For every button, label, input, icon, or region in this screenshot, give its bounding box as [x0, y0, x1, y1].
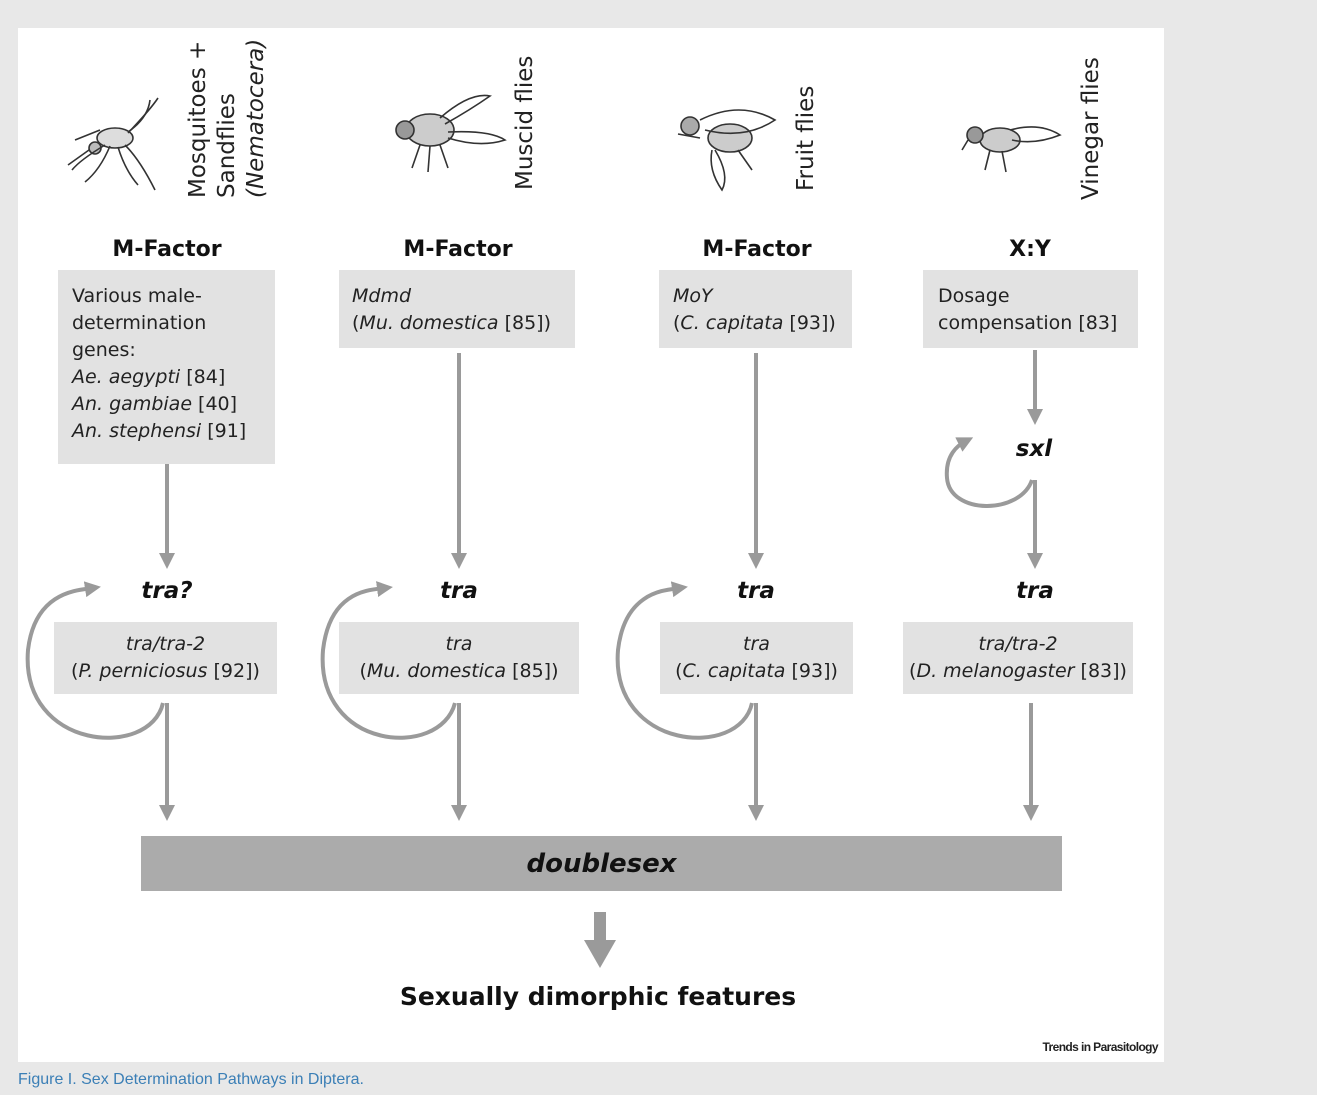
group-label-3: Fruit flies [792, 85, 821, 191]
text-segment: ( [359, 660, 367, 682]
text-segment: Dosage [938, 285, 1010, 307]
text-segment: [92]) [207, 660, 260, 682]
species-or-gene-name: P. perniciosus [78, 660, 208, 682]
box-line: tra/tra-2 [54, 631, 277, 658]
gene-box-2: tra (Mu. domestica [85]) [339, 622, 579, 694]
text-segment: genes: [72, 339, 136, 361]
text-segment: ( [675, 660, 683, 682]
text-segment: [85]) [506, 660, 559, 682]
species-or-gene-name: tra [445, 633, 473, 655]
group-label-line: Muscid flies [512, 55, 538, 190]
group-label-line: Vinegar flies [1078, 57, 1104, 200]
vinegar-fly-icon [961, 126, 1062, 173]
text-segment: [40] [192, 393, 238, 415]
factor-heading-4: X:Y [1009, 237, 1051, 262]
housefly-icon [395, 94, 507, 173]
group-label-line: Mosquitoes + [185, 40, 211, 198]
species-or-gene-name: An. stephensi [72, 420, 202, 442]
box-line: An. stephensi [91] [72, 418, 275, 445]
box-line: Mdmd [352, 283, 575, 310]
arrow-dsx-to-outcome [584, 912, 616, 968]
trigger-box-1: Various male-determination genes: Ae. aegy… [58, 270, 275, 464]
box-line: MoY [673, 283, 852, 310]
box-line: tra/tra-2 [903, 631, 1133, 658]
box-line: (Mu. domestica [85]) [339, 658, 579, 685]
factor-heading-1: M-Factor [112, 237, 222, 262]
box-line: An. gambiae [40] [72, 391, 275, 418]
text-segment: ( [71, 660, 79, 682]
text-segment: [84] [180, 366, 226, 388]
species-or-gene-name: Mdmd [352, 285, 412, 307]
factor-heading-3: M-Factor [702, 237, 812, 262]
text-segment: [85]) [498, 312, 552, 334]
gene-box-4: tra/tra-2 (D. melanogaster [83]) [903, 622, 1133, 694]
text-segment: ( [352, 312, 360, 334]
box-line: (Mu. domestica [85]) [352, 310, 575, 337]
box-line: Dosage [938, 283, 1138, 310]
mosquito-icon [67, 97, 159, 191]
box-line: (C. capitata [93]) [660, 658, 853, 685]
gene-label-4: tra [1016, 578, 1054, 604]
gene-label-3: tra [737, 578, 775, 604]
species-or-gene-name: tra/tra-2 [125, 633, 206, 655]
outcome-label: Sexually dimorphic features [399, 982, 797, 1011]
group-label-line: (Nematocera) [243, 38, 269, 198]
journal-credit: Trends in Parasitology [1042, 1040, 1158, 1054]
species-or-gene-name: tra [743, 633, 770, 655]
species-or-gene-name: D. melanogaster [916, 660, 1075, 682]
autoregulation-loop-2 [320, 581, 457, 740]
autoregulation-loop-3 [615, 581, 754, 740]
text-segment: [91] [201, 420, 247, 442]
group-label-2: Muscid flies [511, 55, 540, 190]
trigger-box-3: MoY (C. capitata [93]) [659, 270, 852, 348]
text-segment: compensation [83] [938, 312, 1118, 334]
text-segment: ( [909, 660, 917, 682]
species-or-gene-name: C. capitata [680, 312, 784, 334]
box-line: (C. capitata [93]) [673, 310, 852, 337]
figure-caption: Figure I. Sex Determination Pathways in … [18, 1071, 364, 1088]
text-segment: [93]) [783, 312, 836, 334]
species-or-gene-name: An. gambiae [72, 393, 193, 415]
text-segment: [83]) [1074, 660, 1127, 682]
box-line: (D. melanogaster [83]) [903, 658, 1133, 685]
group-label-line: Fruit flies [793, 85, 819, 191]
box-line: Ae. aegypti [84] [72, 364, 275, 391]
species-or-gene-name: Mu. domestica [366, 660, 507, 682]
gene-label-1: tra? [141, 578, 193, 604]
gene-label-2: tra [440, 578, 478, 604]
box-line: tra [339, 631, 579, 658]
species-or-gene-name: C. capitata [682, 660, 786, 682]
box-line: compensation [83] [938, 310, 1138, 337]
text-segment: ( [673, 312, 681, 334]
autoregulation-loop-sxl [944, 437, 1034, 508]
box-line: Various male- [72, 283, 275, 310]
group-label-1: Mosquitoes +Sandflies(Nematocera) [184, 38, 271, 198]
group-label-line: Sandflies [214, 93, 240, 198]
species-or-gene-name: MoY [673, 285, 713, 307]
box-line: tra [660, 631, 853, 658]
trigger-box-2: Mdmd (Mu. domestica [85]) [339, 270, 575, 348]
gene-sxl: sxl [1015, 436, 1053, 462]
autoregulation-loop-1 [25, 581, 165, 740]
trigger-box-4: Dosage compensation [83] [923, 270, 1138, 348]
factor-heading-2: M-Factor [403, 237, 513, 262]
gene-box-3: tra (C. capitata [93]) [660, 622, 853, 694]
text-segment: [93]) [785, 660, 838, 682]
text-segment: determination [72, 312, 207, 334]
text-segment: Various male- [72, 285, 202, 307]
box-line: (P. perniciosus [92]) [54, 658, 277, 685]
species-or-gene-name: tra/tra-2 [978, 633, 1058, 655]
fruit-fly-icon [677, 109, 777, 192]
gene-box-1: tra/tra-2 (P. perniciosus [92]) [54, 622, 277, 694]
box-line: determination [72, 310, 275, 337]
species-or-gene-name: Mu. domestica [359, 312, 499, 334]
species-or-gene-name: Ae. aegypti [72, 366, 181, 388]
group-label-4: Vinegar flies [1077, 57, 1106, 200]
box-line: genes: [72, 337, 275, 364]
doublesex-bar: doublesex [141, 836, 1062, 891]
